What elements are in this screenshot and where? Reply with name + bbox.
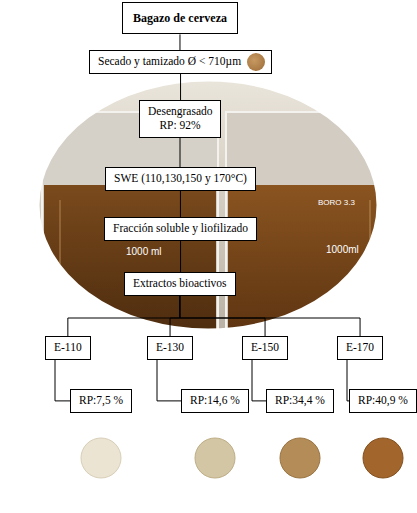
connector <box>55 360 70 401</box>
box-text: E-150 <box>251 341 279 355</box>
photo-content <box>30 70 390 345</box>
process-box: Desengrasado RP: 92% <box>139 100 221 138</box>
photo-frame <box>38 80 378 330</box>
box-text: SWE (110,130,150 y 170°C) <box>114 172 247 186</box>
process-box: E-110 <box>45 336 91 360</box>
box-text: Extractos bioactivos <box>133 277 227 291</box>
sample-dot <box>247 53 265 71</box>
result-box: RP:40,9 % <box>349 389 417 413</box>
connector <box>180 296 265 336</box>
process-box: E-170 <box>337 336 383 360</box>
connector <box>180 296 360 336</box>
process-box: Bagazo de cerveza <box>122 2 238 34</box>
connector <box>68 296 180 336</box>
connector <box>157 360 181 401</box>
result-box: RP:7,5 % <box>70 389 132 413</box>
photo-label: 1000ml <box>326 244 359 255</box>
box-text: E-130 <box>156 341 184 355</box>
box-text: RP:7,5 % <box>79 394 123 408</box>
box-text: Fracción soluble y liofilizado <box>113 222 248 236</box>
box-text: Bagazo de cerveza <box>133 11 227 25</box>
photo-label: 1000 ml <box>126 246 162 257</box>
process-box: Fracción soluble y liofilizado <box>104 217 257 241</box>
process-box: Extractos bioactivos <box>124 272 236 296</box>
result-box: RP:14,6 % <box>181 389 249 413</box>
connector <box>180 191 181 217</box>
box-text: RP:40,9 % <box>358 394 408 408</box>
connector <box>179 34 180 50</box>
connector <box>252 360 266 401</box>
connector <box>180 74 181 100</box>
box-text: Secado y tamizado Ø < 710µm <box>98 55 241 69</box>
connector <box>180 138 181 167</box>
box-text: RP:14,6 % <box>190 394 240 408</box>
process-box: Secado y tamizado Ø < 710µm <box>89 50 272 74</box>
sample-circles <box>81 438 403 478</box>
connector <box>180 241 181 272</box>
box-text: E-110 <box>54 341 82 355</box>
box-text: RP:34,4 % <box>275 394 325 408</box>
box-text: E-170 <box>346 341 374 355</box>
photo-label: BORO 3.3 <box>318 198 355 207</box>
process-box: SWE (110,130,150 y 170°C) <box>105 167 256 191</box>
process-box: E-150 <box>242 336 288 360</box>
connector <box>170 296 180 336</box>
process-box: E-130 <box>147 336 193 360</box>
result-box: RP:34,4 % <box>266 389 334 413</box>
box-text: Desengrasado RP: 92% <box>148 105 212 133</box>
